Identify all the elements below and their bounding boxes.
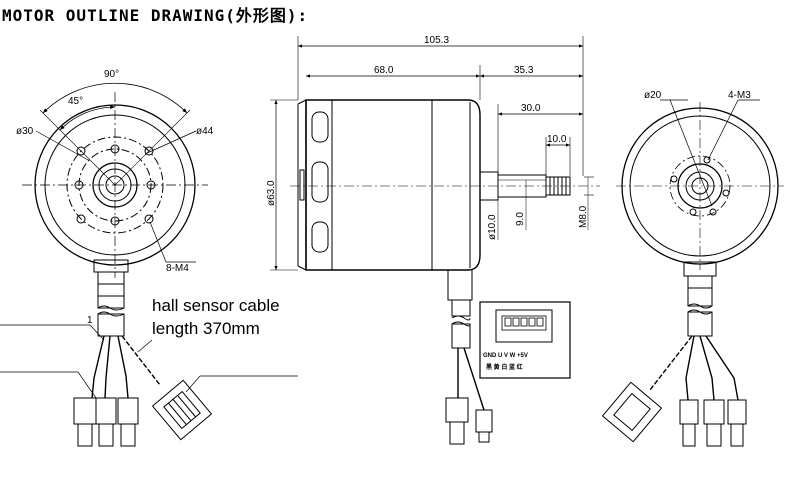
angle-90-arc — [42, 82, 188, 114]
rear-hole — [670, 175, 678, 183]
shaft-ext-label: 35.3 — [514, 65, 534, 76]
front-hole — [146, 180, 156, 190]
front-screws-label: 8-M4 — [166, 263, 189, 274]
dia-44-label: ø44 — [196, 126, 214, 137]
front-view-labels: 90° 45° ø30 ø44 8-M4 1 — [16, 69, 214, 326]
front-hole — [74, 180, 84, 190]
overall-length-label: 105.3 — [424, 35, 449, 46]
side-view-labels: 105.3 68.0 35.3 30.0 10.0 ø63.0 ø10.0 9.… — [266, 35, 589, 240]
front-hole — [76, 214, 86, 224]
front-shaft-circle — [105, 175, 125, 195]
connector-color-labels: 黑 黄 白 蓝 红 — [486, 363, 523, 371]
shaft-length-label: 30.0 — [521, 103, 541, 114]
cable-note-line1: hall sensor cable — [152, 296, 280, 315]
rear-outer-circle — [621, 107, 779, 265]
angle-45-arc — [59, 105, 116, 131]
rear-hole — [689, 208, 697, 216]
rear-screws-label: 4-M3 — [728, 90, 751, 101]
dia-20-label: ø20 — [644, 90, 662, 101]
connector-pinout — [479, 301, 571, 379]
front-view — [0, 82, 298, 447]
thread-length-label: 10.0 — [547, 134, 567, 145]
front-hole — [144, 146, 154, 156]
flat-label: 9.0 — [515, 212, 526, 226]
angle-45-label: 45° — [68, 96, 83, 107]
rear-hole — [722, 189, 730, 197]
rear-hole — [703, 156, 711, 164]
front-hole — [76, 146, 86, 156]
dia-30-label: ø30 — [16, 126, 34, 137]
rear-view-labels: ø20 4-M3 — [644, 90, 751, 101]
wire-mark: 1 — [87, 315, 93, 326]
side-view — [270, 36, 600, 445]
motor-body — [305, 99, 481, 271]
connector-pin-labels: GND U V W +5V — [483, 353, 528, 359]
body-length-label: 68.0 — [374, 65, 394, 76]
thread-label: M8.0 — [578, 205, 589, 228]
rear-view — [601, 99, 784, 447]
shaft-dia-label: ø10.0 — [487, 214, 498, 240]
front-hole — [110, 144, 120, 154]
front-hole — [110, 216, 120, 226]
front-hole — [144, 214, 154, 224]
page-title: MOTOR OUTLINE DRAWING(外形图): — [2, 6, 309, 25]
angle-90-label: 90° — [104, 69, 119, 80]
cable-note-line2: length 370mm — [152, 319, 260, 338]
rear-hole — [709, 208, 717, 216]
body-dia-label: ø63.0 — [266, 180, 277, 206]
